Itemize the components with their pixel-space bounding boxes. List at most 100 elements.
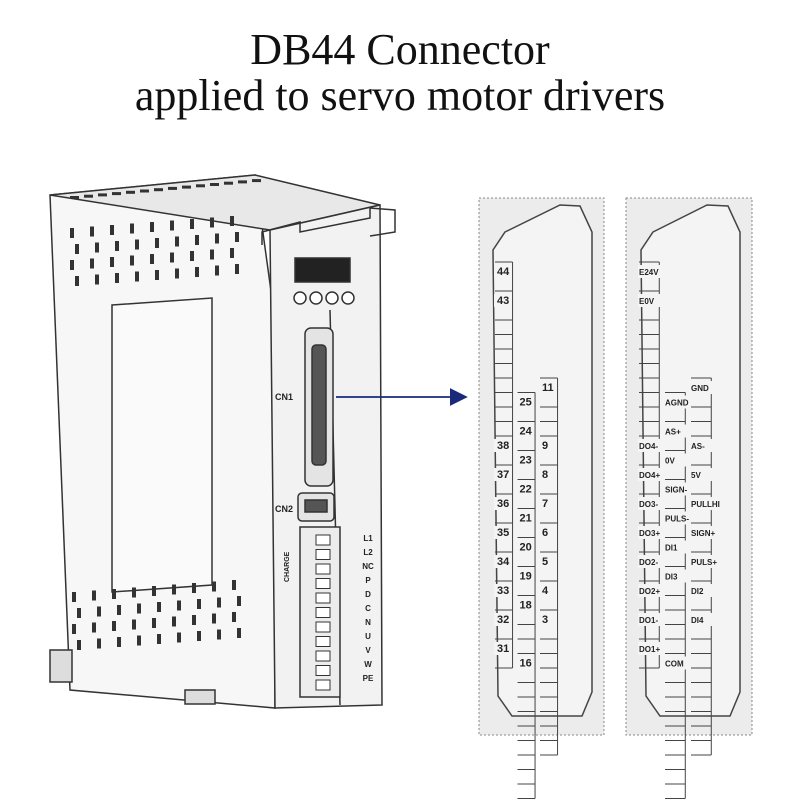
vent-slot <box>140 189 149 193</box>
pin-function-col1: DO2- <box>639 558 658 567</box>
terminal-slot <box>315 607 331 618</box>
pin-function-col3: GND <box>691 384 709 393</box>
pin-function-col3: PULS+ <box>691 558 717 567</box>
pin-function-col2: SIGN- <box>665 486 688 495</box>
pin-number-col2: 20 <box>520 542 532 554</box>
mount-bracket <box>261 207 396 245</box>
pin-function-col2: AS+ <box>665 428 681 437</box>
vent-slot <box>98 193 107 197</box>
vent-slot <box>157 634 161 644</box>
pin-function-col3: DI2 <box>691 587 704 596</box>
vent-slot <box>95 242 99 253</box>
vent-slot <box>192 615 196 625</box>
vent-slot <box>75 244 79 254</box>
terminal-slot <box>315 621 331 633</box>
vent-slot <box>210 249 214 260</box>
vent-slot <box>235 232 239 242</box>
vent-holes <box>70 179 261 650</box>
pin-number-col1: 37 <box>497 469 509 481</box>
terminal-label: W <box>364 660 372 669</box>
pin-function-col2: COM <box>665 660 684 669</box>
terminal-slot <box>315 592 331 604</box>
vent-slot <box>230 216 234 226</box>
vent-slot <box>192 583 196 593</box>
terminal-label: D <box>365 590 371 599</box>
led-display <box>294 257 351 283</box>
pin-number-grid: 4443383736353433323125242322212019181611… <box>494 261 559 799</box>
vent-slot <box>172 584 176 595</box>
vent-slot <box>238 180 247 184</box>
vent-slot <box>237 596 241 606</box>
pin-number-col2: 24 <box>520 426 533 438</box>
pin-function-col3: 5V <box>691 471 701 480</box>
vent-slot <box>92 590 96 601</box>
vent-slot <box>115 273 119 283</box>
vent-slot <box>170 252 174 263</box>
vent-slot <box>217 597 221 608</box>
vent-slot <box>235 264 239 274</box>
pin-number-diagram: 4443383736353433323125242322212019181611… <box>478 197 605 799</box>
vent-slot <box>252 179 261 183</box>
pin-number-col1: 33 <box>497 585 509 597</box>
vent-slot <box>130 255 134 266</box>
vent-slot <box>110 257 114 267</box>
pin-number-col1: 44 <box>497 266 510 278</box>
pin-function-col2: DI3 <box>665 573 678 582</box>
vent-slot <box>110 225 114 235</box>
vent-slot <box>97 606 101 617</box>
vent-slot <box>175 268 179 279</box>
pin-number-col1: 36 <box>497 498 509 510</box>
pin-function-col1: DO3- <box>639 500 658 509</box>
vent-slot <box>97 638 101 649</box>
vent-slot <box>126 190 135 194</box>
terminal-slot <box>315 650 331 662</box>
pin-number-col2: 25 <box>520 397 532 409</box>
cn1-label: CN1 <box>275 392 293 402</box>
pin-number-col3: 3 <box>542 614 548 626</box>
pin-number-col2: 21 <box>520 513 532 525</box>
pin-function-col1: DO1+ <box>639 645 660 654</box>
pin-number-col1: 32 <box>497 614 509 626</box>
pin-function-col1: E24V <box>639 268 659 277</box>
vent-slot <box>152 586 156 596</box>
vent-slot <box>112 192 121 196</box>
vent-slot <box>215 233 219 244</box>
vent-slot <box>70 228 74 238</box>
vent-slot <box>168 186 177 190</box>
vent-slot <box>72 624 76 634</box>
vent-slot <box>197 631 201 641</box>
vent-slot <box>195 235 199 245</box>
vent-slot <box>117 605 121 615</box>
terminal-slot <box>315 665 331 676</box>
pin-number-col1: 35 <box>497 527 509 539</box>
vent-slot <box>150 222 154 232</box>
vent-slot <box>237 628 241 638</box>
terminal-slot <box>315 549 331 560</box>
vent-slot <box>92 622 96 633</box>
vent-slot <box>77 608 81 618</box>
vent-slot <box>135 239 139 250</box>
vent-slot <box>182 185 191 189</box>
vent-slot <box>224 181 233 185</box>
vent-slot <box>155 270 159 280</box>
side-window <box>111 297 213 593</box>
pin-function-col1: E0V <box>639 297 655 306</box>
vent-slot <box>217 629 221 640</box>
vent-slot <box>190 251 194 261</box>
title-line-2: applied to servo motor drivers <box>134 71 666 120</box>
vent-slot <box>117 637 121 647</box>
terminal-slot <box>315 534 331 546</box>
pin-number-col2: 23 <box>520 455 532 467</box>
vent-slot <box>84 194 93 198</box>
vent-slot <box>197 599 201 609</box>
vent-slot <box>212 613 216 624</box>
pin-function-col1: DO4+ <box>639 471 660 480</box>
pin-number-col3: 5 <box>542 556 548 568</box>
pin-number-col1: 31 <box>497 643 509 655</box>
vent-slot <box>154 188 163 192</box>
terminal-label: L1 <box>363 534 373 543</box>
vent-slot <box>112 589 116 599</box>
pin-number-col2: 22 <box>520 484 532 496</box>
terminal-label: C <box>365 604 371 613</box>
vent-slot <box>75 276 79 286</box>
